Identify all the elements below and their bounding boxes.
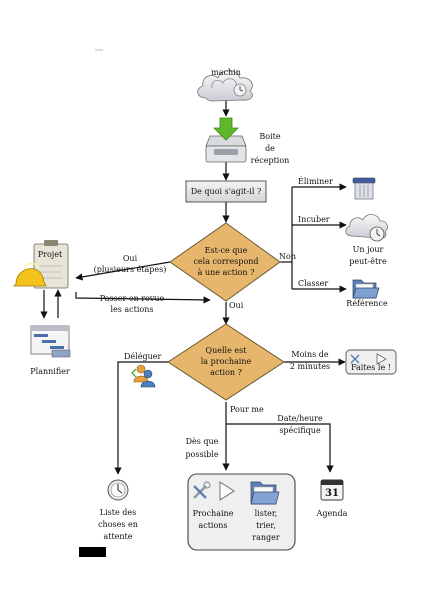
- planner-label: Plannifier: [30, 367, 70, 376]
- project-icon: [13, 240, 69, 289]
- trash-icon: [352, 177, 376, 200]
- actionable-line3: à une action ?: [197, 268, 255, 277]
- next-actions-line2: actions: [198, 521, 228, 530]
- calendar-icon: 31: [320, 479, 344, 501]
- next-action-line3: action ?: [210, 368, 242, 377]
- asap-line2: possible: [185, 450, 219, 459]
- two-min-line2: 2 minutes: [289, 362, 331, 371]
- list-folder-icon: [250, 481, 280, 505]
- date-time-line2: spécifique: [279, 426, 321, 435]
- next-actions-line1: Prochaine: [192, 509, 234, 518]
- inbox-line3: réception: [250, 156, 290, 165]
- list-sort-line1: lister,: [254, 509, 278, 518]
- waiting-line2: choses en: [98, 520, 138, 529]
- reference-folder-icon: [352, 279, 380, 299]
- edge-no-label: Non: [279, 252, 296, 261]
- actionable-line2: cela correspond: [193, 257, 259, 266]
- for-me-label: Pour me: [230, 405, 264, 414]
- classify-label: Classer: [298, 279, 329, 288]
- project-label: Projet: [37, 250, 63, 259]
- tools-icon: [193, 481, 211, 499]
- connectors: [40, 100, 347, 475]
- next-action-diamond: [167, 323, 285, 401]
- inbox-line2: de: [265, 144, 275, 153]
- someday-line2: peut-être: [349, 257, 387, 266]
- agenda-label: Agenda: [316, 509, 348, 518]
- arrow-to-project: [75, 261, 171, 281]
- two-min-line1: Moins de: [291, 350, 329, 359]
- eliminate-label: Éliminer: [298, 177, 333, 186]
- waiting-line3: attente: [103, 532, 133, 541]
- question-box: [185, 180, 267, 203]
- list-sort-line2: trier,: [256, 521, 276, 530]
- waiting-line1: Liste des: [99, 508, 137, 517]
- edge-yes-multi-line2: (plusieurs étapes): [93, 265, 167, 274]
- question-text: De quoi s'agit-il ?: [190, 187, 262, 196]
- date-time-line1: Date/heure: [277, 414, 323, 423]
- do-it-box: [345, 349, 397, 375]
- inbox-icon: [205, 117, 247, 163]
- next-action-line2: la prochaine: [200, 357, 252, 366]
- play-icon: [219, 481, 235, 501]
- calendar-day: 31: [325, 488, 339, 499]
- delegate-people-icon: [131, 364, 156, 388]
- planner-gantt-icon: [30, 325, 71, 358]
- incubate-label: Incuber: [298, 215, 330, 224]
- cloud-label: machin: [211, 68, 241, 77]
- someday-cloud-clock-icon: [345, 214, 388, 242]
- edge-review-line1: Passer en revue: [99, 294, 165, 303]
- reference-label: Référence: [346, 299, 388, 308]
- edge-yes-label: Oui: [229, 301, 244, 310]
- waiting-clock-icon: [107, 479, 129, 501]
- do-it-label: Faites le !: [351, 363, 391, 372]
- list-sort-line3: ranger: [252, 533, 280, 542]
- asap-line1: Dès que: [185, 437, 219, 446]
- next-action-line1: Quelle est: [205, 346, 247, 355]
- arrow-delegate: [114, 361, 168, 475]
- actionable-diamond: [169, 222, 281, 302]
- someday-line1: Un jour: [352, 245, 384, 254]
- cloud-icon: [197, 70, 253, 102]
- arrow-date-time: [226, 423, 334, 473]
- inbox-line1: Boite: [259, 132, 281, 141]
- delegate-label: Déléguer: [124, 352, 162, 361]
- actionable-line1: Est-ce que: [204, 246, 248, 255]
- black-bar: [79, 547, 106, 557]
- edge-review-line2: les actions: [110, 305, 154, 314]
- edge-yes-multi-line1: Oui: [122, 254, 138, 263]
- arrow-review-actions: [75, 292, 211, 304]
